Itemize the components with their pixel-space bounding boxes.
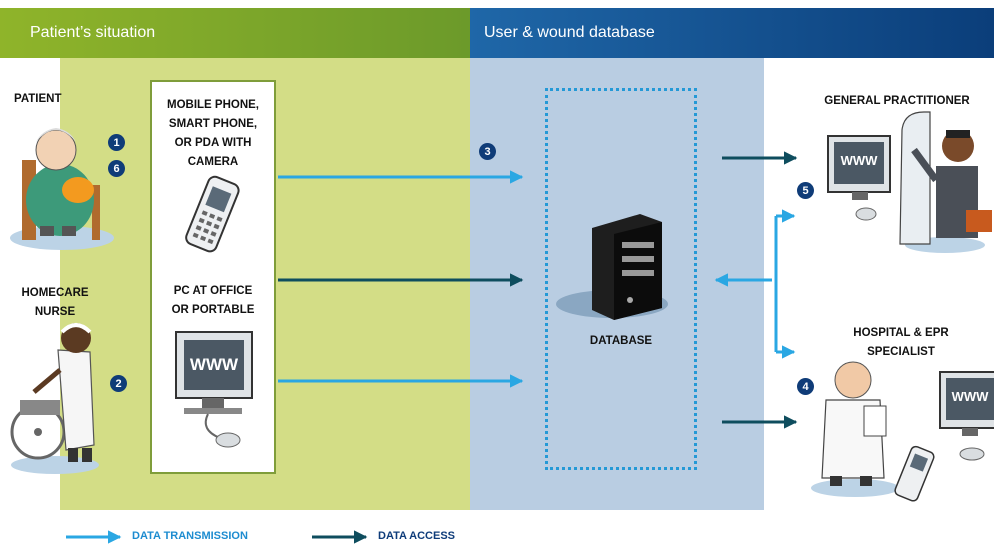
pc-screen-text: WWW (189, 355, 239, 374)
database-label: DATABASE (589, 335, 653, 347)
doctor-figure (811, 361, 935, 502)
hospital-screen-text: WWW (951, 389, 989, 404)
mobile-device-label: MOBILE PHONE, SMART PHONE, OR PDA WITH C… (166, 99, 259, 168)
gp-screen-text: WWW (840, 153, 878, 168)
step-badge-1: 1 (108, 134, 125, 151)
legend-transmission-label: DATA TRANSMISSION (132, 530, 248, 542)
header-patient-situation: Patient’s situation (0, 8, 470, 58)
gp-label: GENERAL PRACTITIONER (824, 95, 970, 107)
mobile-phone-device (185, 175, 240, 253)
gp-monitor (827, 135, 891, 221)
hospital-specialist-label: HOSPITAL & EPR SPECIALIST (853, 327, 949, 358)
hospital-monitor (939, 371, 994, 461)
legend-access-label: DATA ACCESS (378, 530, 455, 542)
database-server (556, 214, 668, 320)
nurse-figure (10, 323, 99, 474)
header-right-title: User & wound database (484, 24, 655, 41)
pc-monitor (175, 331, 253, 448)
step-badge-2: 2 (110, 375, 127, 392)
database-dotted-box (545, 88, 697, 470)
header-database: User & wound database (470, 8, 994, 58)
step-badge-5: 5 (797, 182, 814, 199)
patient-figure (10, 128, 114, 250)
header-left-title: Patient’s situation (30, 24, 156, 41)
step-badge-4: 4 (797, 378, 814, 395)
step-badge-6: 6 (108, 160, 125, 177)
step-badge-3: 3 (479, 143, 496, 160)
gp-figure (899, 111, 992, 253)
homecare-nurse-label: HOMECARE NURSE (21, 287, 89, 318)
patient-label: PATIENT (14, 93, 62, 105)
pc-device-label: PC AT OFFICE OR PORTABLE (171, 285, 255, 316)
